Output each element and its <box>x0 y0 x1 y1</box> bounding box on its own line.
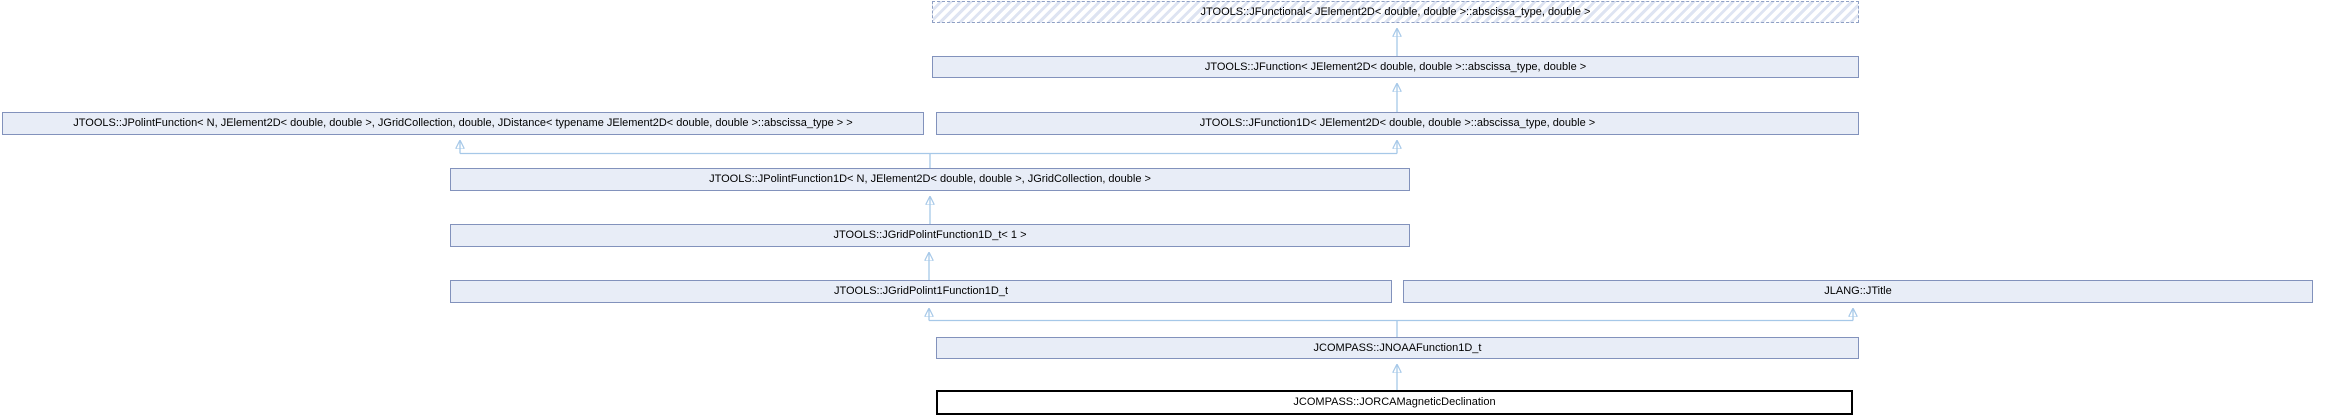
node-jfunction1d[interactable]: JTOOLS::JFunction1D< JElement2D< double,… <box>936 112 1859 135</box>
node-jfunction[interactable]: JTOOLS::JFunction< JElement2D< double, d… <box>932 56 1859 78</box>
node-jorcamagneticdeclination: JCOMPASS::JORCAMagneticDeclination <box>936 390 1853 415</box>
node-jgridpolint1function1d-t[interactable]: JTOOLS::JGridPolint1Function1D_t <box>450 280 1392 303</box>
edge-jpolintfunction1d-riser <box>460 152 1397 168</box>
node-jpolintfunction[interactable]: JTOOLS::JPolintFunction< N, JElement2D< … <box>2 112 924 135</box>
node-jgridpolintfunction1d-t[interactable]: JTOOLS::JGridPolintFunction1D_t< 1 > <box>450 224 1410 247</box>
edge-jnoaafunction1dt-riser <box>929 319 1853 337</box>
node-jtitle[interactable]: JLANG::JTitle <box>1403 280 2313 303</box>
node-jfunctional: JTOOLS::JFunctional< JElement2D< double,… <box>932 1 1859 23</box>
node-jpolintfunction1d[interactable]: JTOOLS::JPolintFunction1D< N, JElement2D… <box>450 168 1410 191</box>
node-jnoaafunction1d-t[interactable]: JCOMPASS::JNOAAFunction1D_t <box>936 337 1859 359</box>
